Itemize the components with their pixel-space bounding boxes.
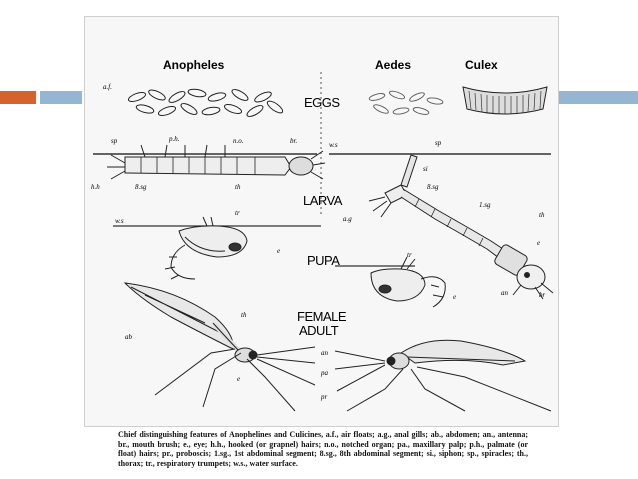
accent-bar-blue-right	[556, 91, 638, 104]
label-sp-left: sp	[111, 137, 118, 145]
label-e-pupa: e	[277, 247, 280, 255]
label-no: n.o.	[233, 137, 244, 145]
figure-caption: Chief distinguishing features of Anophel…	[118, 430, 528, 468]
label-8sg-right: 8.sg	[427, 183, 439, 191]
label-pa: pa	[320, 369, 329, 377]
culex-egg-raft	[463, 87, 547, 114]
culex-pupa	[371, 257, 445, 307]
label-ab: ab	[125, 333, 133, 341]
stage-female: FEMALE	[297, 309, 347, 324]
label-pr: pr	[320, 393, 328, 401]
label-th-larva: th	[235, 183, 241, 191]
mosquito-diagram: Anopheles Aedes Culex EGGS a.f.	[85, 17, 558, 426]
label-ag: a.g	[343, 215, 352, 223]
stage-adult: ADULT	[299, 323, 339, 338]
stage-larva: LARVA	[303, 193, 343, 208]
label-an-adult: an	[321, 349, 329, 357]
culex-adult	[335, 340, 551, 411]
label-ws-right: w.s	[329, 141, 338, 149]
label-br-left: br.	[290, 137, 297, 145]
label-hh: h.h	[91, 183, 100, 191]
stage-pupa: PUPA	[307, 253, 340, 268]
heading-anopheles: Anopheles	[163, 58, 225, 72]
label-8sg-left: 8.sg	[135, 183, 147, 191]
mosquito-comparison-figure: Anopheles Aedes Culex EGGS a.f.	[84, 16, 559, 427]
label-e-adult: e	[237, 375, 240, 383]
accent-bar-orange	[0, 91, 36, 104]
accent-bar-blue-left	[40, 91, 82, 104]
heading-culex: Culex	[465, 58, 498, 72]
stage-eggs: EGGS	[304, 95, 340, 110]
label-si: si	[423, 165, 428, 173]
heading-aedes: Aedes	[375, 58, 411, 72]
label-sp-right: sp	[435, 139, 442, 147]
label-ws-pupa: w.s	[115, 217, 124, 225]
label-an-right: an	[501, 289, 509, 297]
anopheles-eggs	[127, 87, 284, 118]
label-e-right: e	[537, 239, 540, 247]
anopheles-larva	[107, 145, 325, 179]
label-th-right: th	[539, 211, 545, 219]
aedes-eggs	[369, 90, 444, 116]
label-e-pupa-right: e	[453, 293, 456, 301]
label-tr-right: tr	[407, 251, 412, 259]
label-1sg: 1.sg	[479, 201, 491, 209]
anopheles-adult	[125, 283, 315, 411]
label-th-adult: th	[241, 311, 247, 319]
label-tr-left: tr	[235, 209, 240, 217]
label-af: a.f.	[103, 83, 112, 91]
label-ph: p.h.	[168, 135, 180, 143]
